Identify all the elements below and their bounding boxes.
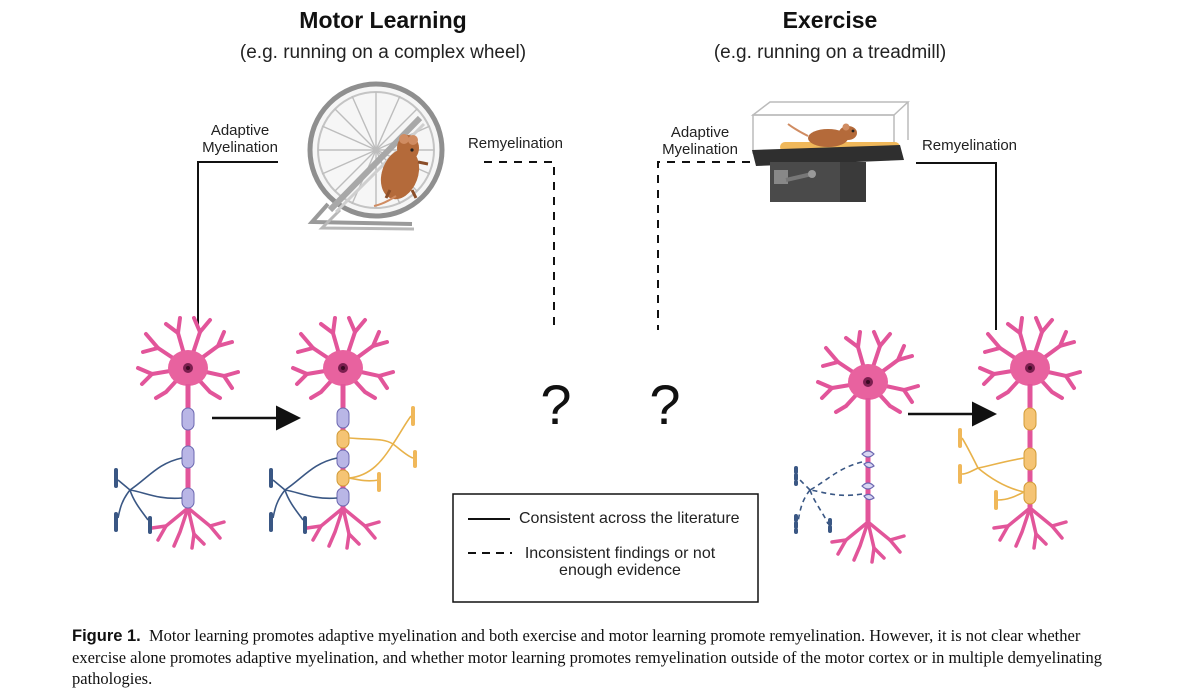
exercise-title: Exercise <box>782 7 878 33</box>
question-mark-right: ? <box>649 373 681 436</box>
figure-caption: Figure 1. Motor learning promotes adapti… <box>72 625 1117 689</box>
treadmill-mouse <box>787 123 857 147</box>
left-adaptive-label-line1: Adaptive <box>210 122 270 139</box>
neuron-3 <box>794 332 918 562</box>
figure-caption-text: Motor learning promotes adaptive myelina… <box>72 626 1103 688</box>
legend-solid-label: Consistent across the literature <box>519 510 740 527</box>
neuron-2 <box>269 318 417 548</box>
question-mark-left: ? <box>540 373 572 436</box>
neuron-4 <box>958 318 1080 548</box>
left-adaptive-connector <box>197 161 278 328</box>
right-adaptive-label-line2: Myelination <box>662 141 738 158</box>
right-remyelination-label: Remyelination <box>921 137 1018 154</box>
left-remyelination-connector <box>484 161 555 330</box>
treadmill-illustration <box>750 101 910 202</box>
wheel-mouse <box>373 134 429 207</box>
legend <box>452 493 759 603</box>
right-remyelination-connector <box>916 162 997 330</box>
legend-dashed-label: Inconsistent findings or not enough evid… <box>515 545 725 579</box>
legend-dashed-line1: Inconsistent findings or not <box>524 545 716 562</box>
motor-learning-title: Motor Learning <box>299 7 467 33</box>
legend-dashed-line2: enough evidence <box>559 562 681 579</box>
diagram-canvas <box>114 81 1189 603</box>
right-adaptive-label-line1: Adaptive <box>670 124 730 141</box>
figure-label: Figure 1. <box>72 627 141 645</box>
neuron-1 <box>114 318 238 548</box>
running-wheel-illustration <box>307 81 445 231</box>
exercise-subtitle: (e.g. running on a treadmill) <box>713 42 947 63</box>
left-adaptive-label-line2: Myelination <box>202 139 278 156</box>
right-adaptive-connector <box>657 161 750 330</box>
left-adaptive-myelination-label: Adaptive Myelination <box>185 122 295 156</box>
left-remyelination-label: Remyelination <box>467 135 564 152</box>
right-adaptive-myelination-label: Adaptive Myelination <box>645 124 755 158</box>
motor-learning-subtitle: (e.g. running on a complex wheel) <box>239 42 527 63</box>
